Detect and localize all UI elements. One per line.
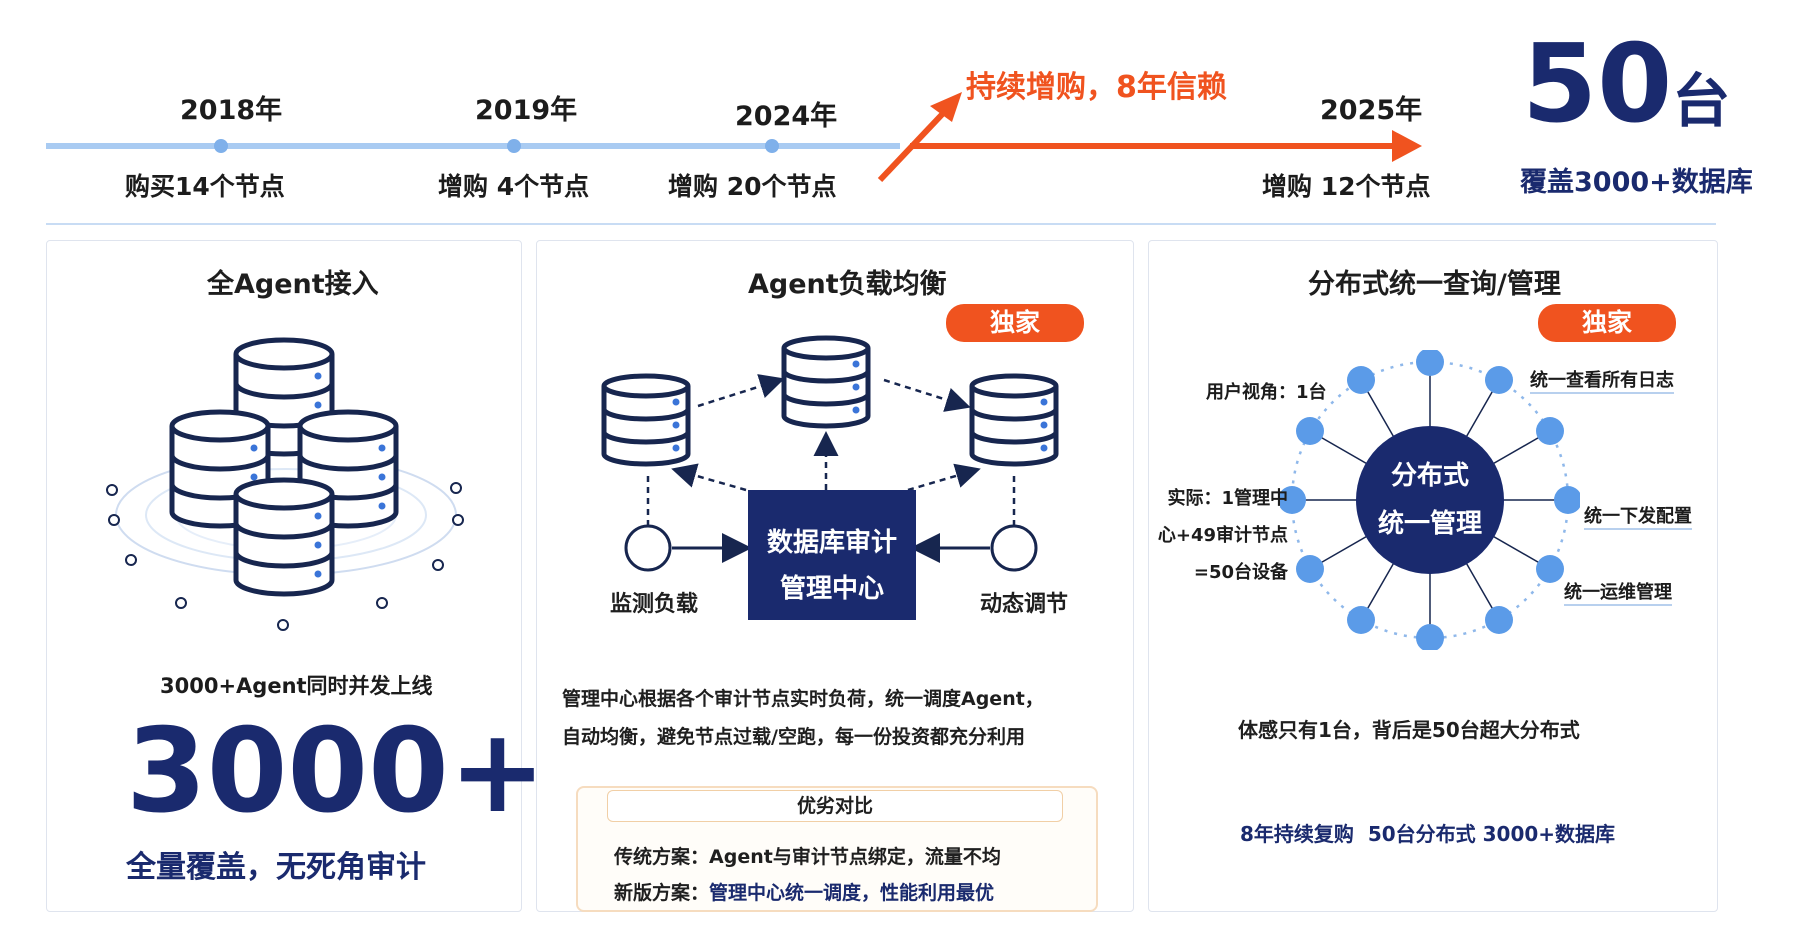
description-line-1: 管理中心根据各个审计节点实时负荷，统一调度Agent， (562, 688, 1044, 710)
panel3-footer: 8年持续复购 50台分布式 3000+数据库 (1240, 822, 1616, 846)
panel2-description: 管理中心根据各个审计节点实时负荷，统一调度Agent， 自动均衡，避免节点过载/… (562, 680, 1044, 756)
panel1-big-number: 3000+ (126, 704, 547, 839)
audit-center-box (748, 490, 916, 620)
compare-new: 新版方案：管理中心统一调度，性能利用最优 (614, 878, 994, 905)
panel2-exclusive-badge: 独家 (946, 304, 1084, 342)
panel1-title: 全Agent接入 (207, 269, 379, 300)
load-balance-diagram (536, 330, 1132, 620)
summary-subtitle: 覆盖3000+数据库 (1520, 167, 1753, 198)
panel1-caption: 3000+Agent同时并发上线 (160, 674, 433, 698)
actual-line-3: =50台设备 (1193, 562, 1288, 583)
compare-new-label: 新版方案： (614, 882, 710, 904)
feature-logs: 统一查看所有日志 (1530, 366, 1674, 394)
compare-old: 传统方案：Agent与审计节点绑定，流量不均 (614, 842, 1001, 869)
feature-config: 统一下发配置 (1584, 502, 1692, 530)
panel1-tagline: 全量覆盖，无死角审计 (126, 850, 426, 885)
actual-line-1: 实际：1管理中 (1167, 488, 1288, 509)
center-line-1: 数据库审计 (766, 528, 897, 558)
rising-arrow-head (930, 92, 962, 122)
timeline-dot-2024 (765, 139, 779, 153)
timeline-graphic (46, 92, 1716, 225)
year-2024: 2024年 (735, 101, 838, 132)
panel2-title: Agent负载均衡 (748, 269, 947, 300)
actual-label: 实际：1管理中 心+49审计节点 =50台设备 (1150, 480, 1288, 591)
hub-label: 分布式 统一管理 (1356, 452, 1504, 548)
actual-line-2: 心+49审计节点 (1157, 525, 1288, 546)
milestone-label-2025: 增购 12个节点 (1262, 172, 1431, 201)
monitor-load-label: 监测负载 (610, 592, 699, 617)
panel3-title: 分布式统一查询/管理 (1308, 269, 1561, 300)
summary-unit: 台 (1672, 67, 1731, 135)
timeline-dot-2019 (507, 139, 521, 153)
distributed-hub-diagram (1280, 350, 1580, 650)
audit-center-label: 数据库审计 管理中心 (748, 520, 916, 612)
summary-number: 50 (1522, 22, 1673, 147)
dynamic-adjust-label: 动态调节 (980, 592, 1069, 617)
timeline-dot-2018 (214, 139, 228, 153)
year-2018: 2018年 (180, 95, 283, 126)
summary-count: 50台 (1522, 30, 1730, 140)
user-view-label: 用户视角：1台 (1206, 382, 1327, 403)
panel3-caption: 体感只有1台，背后是50台超大分布式 (1238, 718, 1580, 742)
timeline-arrow-head (1392, 130, 1422, 162)
compare-old-text: Agent与审计节点绑定，流量不均 (709, 846, 1001, 868)
compare-title: 优劣对比 (607, 790, 1063, 822)
feature-ops: 统一运维管理 (1564, 578, 1672, 606)
year-2019: 2019年 (475, 95, 578, 126)
compare-new-text: 管理中心统一调度，性能利用最优 (709, 882, 995, 904)
compare-old-label: 传统方案： (614, 846, 710, 868)
hub-line-1: 分布式 (1390, 461, 1469, 491)
description-line-2: 自动均衡，避免节点过载/空跑，每一份投资都充分利用 (562, 726, 1025, 748)
year-2025: 2025年 (1320, 95, 1423, 126)
milestone-label-2019: 增购 4个节点 (438, 172, 590, 201)
center-line-2: 管理中心 (779, 574, 884, 604)
milestone-label-2024: 增购 20个节点 (668, 172, 837, 201)
milestone-label-2018: 购买14个节点 (125, 172, 285, 201)
timeline-highlight: 持续增购，8年信赖 (966, 70, 1227, 105)
hub-line-2: 统一管理 (1377, 509, 1482, 539)
panel3-exclusive-badge: 独家 (1538, 304, 1676, 342)
database-cluster-icon (106, 320, 464, 631)
